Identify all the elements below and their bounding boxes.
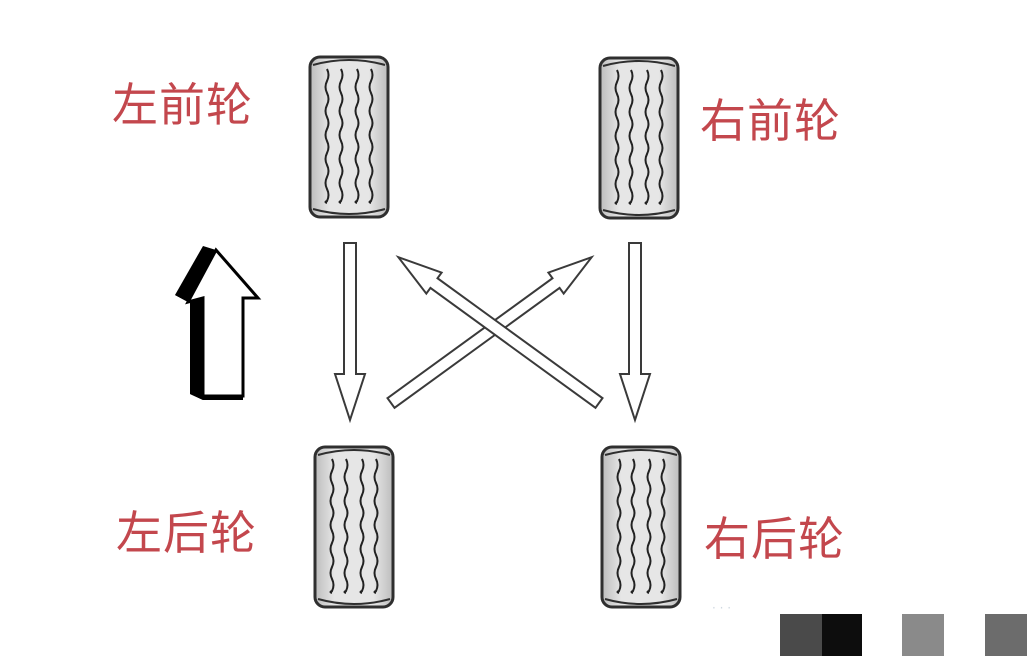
label-left-front: 左前轮 (112, 78, 253, 132)
label-right-front: 右前轮 (700, 94, 841, 148)
arrow-left-rear-to-right-front (386, 255, 595, 410)
label-right-rear: 右后轮 (704, 512, 845, 566)
arrow-right-front-to-right-rear (618, 242, 652, 424)
tire-icon (598, 56, 680, 220)
left-rear-tire (313, 445, 395, 609)
svg-text:· · ·: · · · (712, 601, 731, 615)
label-left-rear: 左后轮 (116, 506, 257, 560)
tire-icon (600, 445, 682, 609)
right-front-tire (598, 56, 680, 220)
forward-arrow-icon (175, 246, 262, 400)
corner-swatches: · · · (712, 601, 1027, 656)
arrow-left-front-to-left-rear (333, 242, 367, 424)
right-rear-tire (600, 445, 682, 609)
tire-icon (308, 55, 390, 219)
arrow-right-rear-to-left-front (395, 255, 604, 410)
left-front-tire (308, 55, 390, 219)
tire-icon (313, 445, 395, 609)
